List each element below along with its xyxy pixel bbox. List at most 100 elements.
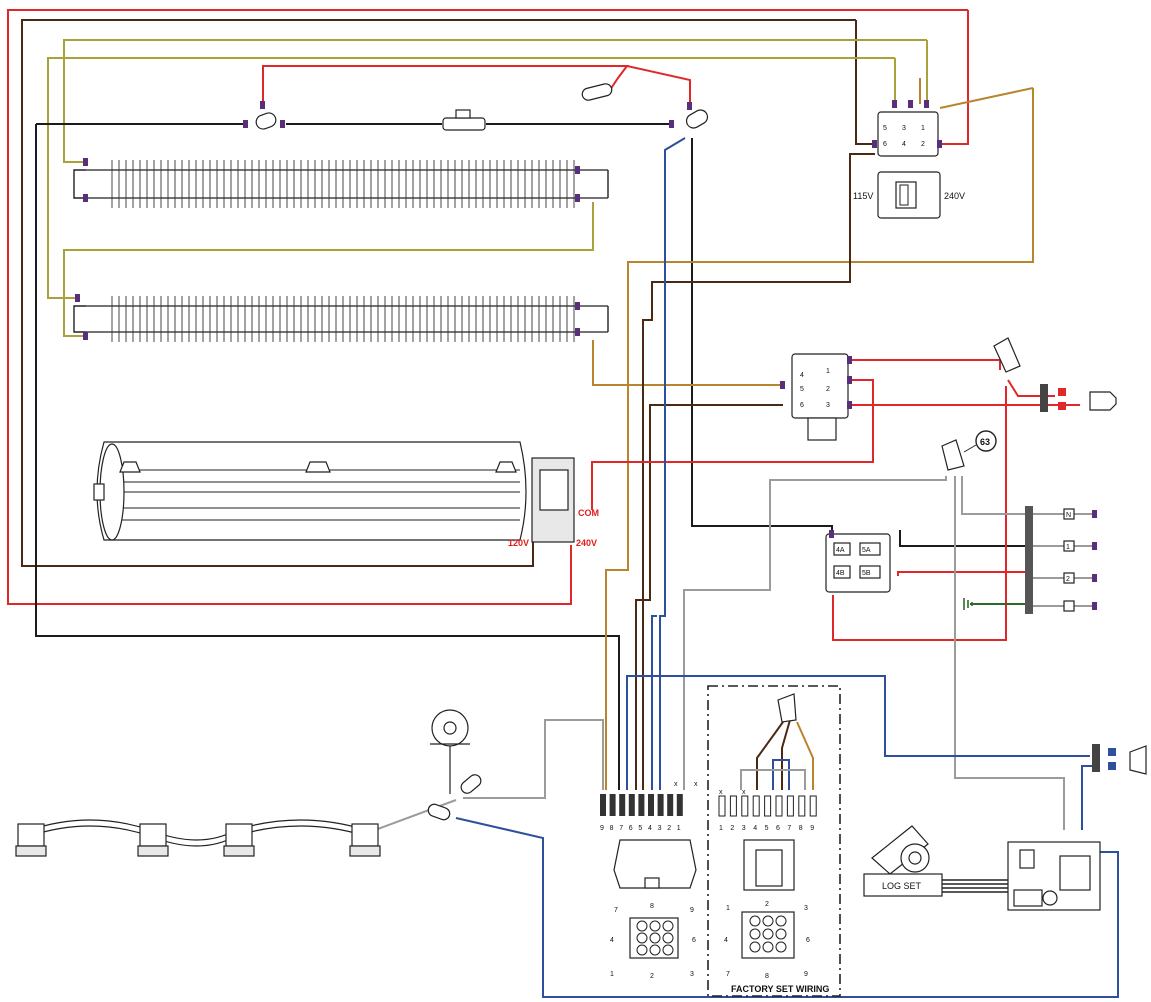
switch-b-pin-4a: 4A — [836, 547, 845, 554]
connector-right-pin-label: 6 — [776, 825, 780, 832]
rocker-switch-a: 4 1 5 2 6 3 — [791, 353, 849, 441]
plug-socket-hole — [762, 941, 774, 953]
wire-factory-brown — [756, 719, 791, 790]
plug-right-7: 7 — [726, 971, 730, 978]
plug-right-1: 1 — [726, 905, 730, 912]
selector-pin-6: 6 — [883, 141, 887, 148]
connector-left-pin — [628, 794, 635, 816]
terminal-marker — [1092, 574, 1097, 582]
plug-left-7: 7 — [614, 907, 618, 914]
plug-socket-hole — [662, 932, 674, 944]
plug-socket-hole — [636, 932, 648, 944]
terminal-marker — [575, 194, 580, 202]
plug-socket-hole — [649, 944, 661, 956]
wire-gold-1 — [605, 78, 1034, 790]
selector-pin-4: 4 — [902, 141, 906, 148]
ground-symbol-icon — [963, 598, 973, 610]
terminal-marker — [847, 401, 852, 409]
wire-olive-upper — [63, 39, 928, 163]
wire-red-outer — [7, 9, 969, 605]
unused-pin-x: x — [694, 781, 698, 788]
connector-right-pin-label: 2 — [730, 825, 734, 832]
plug-right-8: 8 — [765, 973, 769, 980]
heater-element-upper — [73, 160, 609, 208]
connector-right-pin — [775, 795, 783, 817]
plug-socket-hole — [662, 920, 674, 932]
socket-1 — [15, 823, 47, 857]
connector-left-pin-label: 1 — [677, 825, 681, 832]
plug-left-6: 6 — [692, 937, 696, 944]
label-com: COM — [578, 508, 599, 518]
voltage-selector: 5 3 1 6 4 2 — [877, 111, 939, 157]
label-240v-motor: 240V — [576, 538, 597, 548]
terminal-marker — [847, 356, 852, 364]
connector-right-pin — [718, 795, 726, 817]
plug-socket-hole — [662, 944, 674, 956]
switch-a-pin-1: 1 — [826, 368, 830, 375]
terminal-1: 1 — [1066, 544, 1070, 551]
wire-connector-top — [685, 109, 709, 129]
heater-element-lower — [73, 296, 609, 342]
wire-nut-upper — [993, 337, 1021, 373]
terminal-marker — [575, 166, 580, 174]
socket-2 — [137, 823, 169, 857]
terminal-marker — [1092, 542, 1097, 550]
rocker-switch-b: 4A 5A 4B 5B — [825, 533, 891, 593]
plug-socket-hole — [636, 920, 648, 932]
wire-connector-left — [255, 112, 277, 130]
terminal-markers — [75, 100, 1097, 610]
plug-socket-hole — [775, 915, 787, 927]
terminal-marker — [575, 302, 580, 310]
terminal-marker — [687, 102, 692, 110]
connector-right-pin — [752, 795, 760, 817]
selector-pin-1: 1 — [921, 125, 925, 132]
wire-gray-4 — [463, 719, 604, 799]
wire-factory-gray — [740, 769, 806, 790]
switch-a-pin-5: 5 — [800, 386, 804, 393]
plug-socket-hole — [762, 915, 774, 927]
connector-left-pin-label: 6 — [629, 825, 633, 832]
connector-right-pin — [798, 795, 806, 817]
switch-b-pin-5b: 5B — [862, 570, 871, 577]
wire-gold-2 — [939, 87, 1034, 109]
terminal-marker — [937, 140, 942, 148]
voltage-switch: 115V 240V — [853, 171, 965, 219]
sensor-disc — [427, 709, 482, 821]
plug-socket-hole — [749, 941, 761, 953]
unused-pin-x: x — [742, 789, 746, 796]
connector-left-pin-label: 2 — [667, 825, 671, 832]
switch-a-pin-6: 6 — [800, 402, 804, 409]
terminal-marker — [780, 381, 785, 389]
connector-left-pin — [657, 794, 664, 816]
plug-right-6: 6 — [806, 937, 810, 944]
terminal-marker — [669, 120, 674, 128]
connector-right-pin — [741, 795, 749, 817]
connector-right-pin — [786, 795, 794, 817]
wire-olive-link — [63, 202, 594, 337]
wire-black-main — [35, 123, 672, 790]
wire-factory-blue — [772, 759, 790, 790]
wire-brown-outer — [21, 19, 875, 567]
plug-left-3: 3 — [690, 971, 694, 978]
terminal-2: 2 — [1066, 576, 1070, 583]
terminal-marker — [872, 140, 877, 148]
connector-left-pin — [667, 794, 674, 816]
plug-left-9: 9 — [690, 907, 694, 914]
label-240v: 240V — [944, 191, 965, 201]
terminal-marker — [575, 328, 580, 336]
reference-63: 63 — [980, 437, 990, 447]
socket-4 — [349, 823, 381, 857]
terminal-marker — [83, 194, 88, 202]
switch-b-pin-5a: 5A — [862, 547, 871, 554]
terminal-marker — [243, 120, 248, 128]
connector-right-pin-label: 1 — [719, 825, 723, 832]
plug-right-4: 4 — [724, 937, 728, 944]
switch-b-pin-4b: 4B — [836, 570, 845, 577]
connector-left-pin-label: 3 — [658, 825, 662, 832]
connector-left-pin-label: 5 — [638, 825, 642, 832]
terminal-marker — [847, 376, 852, 384]
wire-blue-2 — [651, 615, 657, 790]
